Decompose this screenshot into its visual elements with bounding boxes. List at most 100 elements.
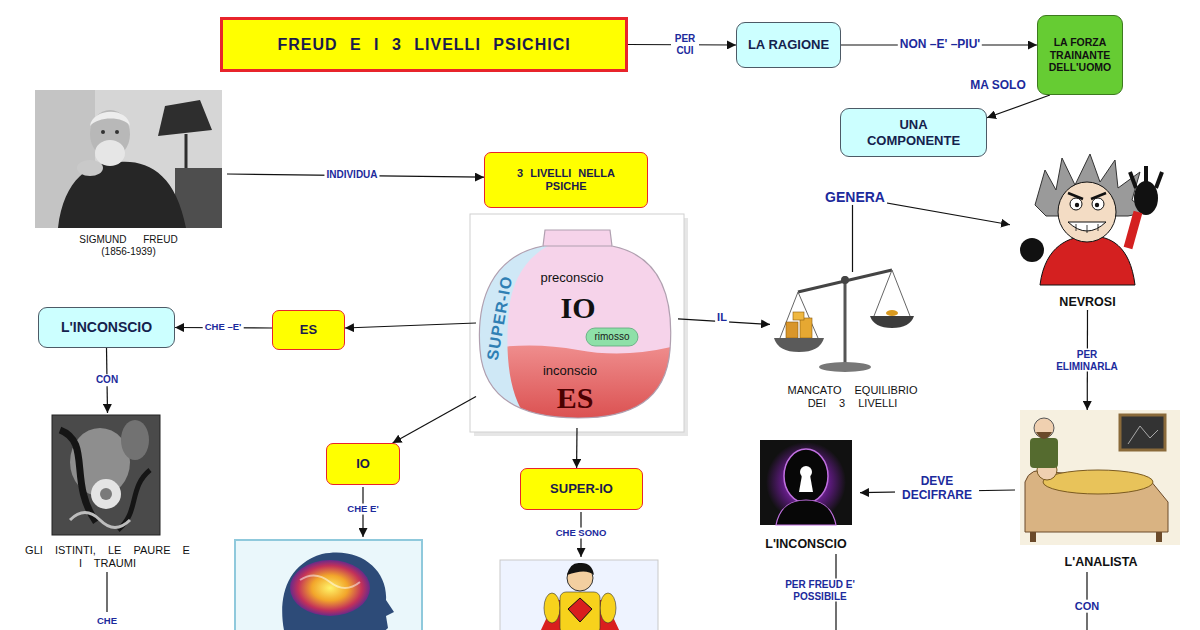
neurosis-cartoon — [1040, 236, 1135, 285]
link-label: CHE E' — [345, 504, 380, 515]
brain-picture — [235, 540, 422, 630]
connector-arrow — [576, 428, 578, 468]
analyst-picture — [1020, 410, 1180, 545]
edge-label: PER CUI — [671, 33, 699, 56]
neurosis-cartoon — [1095, 203, 1099, 207]
analyst-picture — [1020, 410, 1180, 545]
superhero-picture — [568, 598, 592, 622]
picture-caption: GLI ISTINTI, LE PAURE E I TRAUMI — [20, 544, 196, 570]
concept-box: LA FORZA TRAINANTE DELL'UOMO — [1037, 15, 1123, 95]
neurosis-cartoon — [1134, 181, 1158, 215]
region-label: rimosso — [594, 332, 629, 342]
edge-label: CHE –E' — [203, 322, 244, 333]
concept-box: L'INCONSCIO — [38, 307, 175, 348]
neurosis-cartoon — [1091, 193, 1106, 199]
neurosis-cartoon — [1070, 198, 1082, 210]
balance-scale — [793, 312, 804, 320]
analyst-picture — [1030, 438, 1058, 468]
picture-caption: SIGMUND FREUD (1856-1939) — [73, 234, 185, 258]
psyche-jar — [470, 214, 684, 432]
analyst-node: L'ANALISTA — [1015, 410, 1187, 570]
instincts-leader — [107, 572, 108, 612]
freud-photo — [58, 162, 186, 228]
picture-caption: L'INCONSCIO — [765, 537, 846, 552]
balance-scale — [800, 318, 812, 338]
connector-arrow — [393, 397, 476, 444]
balance-scale — [870, 316, 914, 328]
box-text: UNA COMPONENTE — [859, 117, 969, 148]
analyst-picture — [1128, 426, 1158, 444]
psyche-jar — [470, 214, 690, 436]
connector-arrow — [853, 197, 1011, 272]
keyhole-picture — [799, 475, 813, 492]
box-text: ES — [300, 322, 317, 338]
psyche-jar — [586, 328, 638, 346]
superhero-picture — [500, 560, 658, 630]
superhero-picture — [600, 593, 616, 623]
concept-box: LA RAGIONE — [736, 22, 841, 68]
freud-photo — [101, 130, 105, 134]
unconscious-node: L'INCONSCIO — [752, 440, 860, 552]
brain-picture — [300, 575, 360, 588]
box-text: L'INCONSCIO — [61, 319, 152, 336]
freud-photo — [35, 90, 222, 228]
neurosis-cartoon — [1098, 224, 1099, 231]
freud-photo — [95, 140, 125, 166]
edge-label: NON –E' –PIU' — [898, 38, 982, 52]
edge-label: MA SOLO — [968, 79, 1028, 93]
balance-scale — [886, 310, 898, 316]
edge-label: GENERA — [823, 189, 887, 205]
box-text: FREUD E I 3 LIVELLI PSICHICI — [277, 35, 570, 54]
region-label: SUPER-IO — [485, 275, 516, 362]
balance-scale — [798, 270, 892, 292]
psyche-jar — [470, 246, 690, 430]
keyhole-picture — [776, 500, 836, 525]
superhero-picture — [567, 563, 594, 575]
edge-label: CON — [94, 374, 120, 386]
region-label: inconscio — [543, 364, 597, 377]
instincts-painting — [100, 488, 112, 500]
box-text: LA RAGIONE — [748, 37, 829, 53]
balance-scale — [774, 270, 914, 372]
neurosis-cartoon — [1130, 166, 1162, 188]
concept-box: SUPER-IO — [520, 468, 643, 510]
balance-scale — [844, 276, 847, 364]
portrait-node: SIGMUND FREUD (1856-1939) — [30, 90, 227, 258]
freud-photo — [35, 90, 222, 228]
link-label: PER FREUD E' POSSIBILE — [768, 579, 872, 602]
balance-node: MANCATO EQUILIBRIO DEI 3 LIVELLI — [770, 272, 935, 410]
balance-scale — [786, 322, 798, 338]
freud-photo — [115, 130, 119, 134]
concept-box: 3 LIVELLI NELLA PSICHE — [484, 152, 648, 208]
freud-photo — [90, 112, 130, 126]
analyst-picture — [1156, 532, 1162, 542]
link-label: CHE SONO — [554, 528, 609, 539]
neurosis-cartoon — [1020, 238, 1044, 262]
instincts-leader — [106, 572, 107, 612]
balance-scale — [841, 276, 849, 284]
keyhole-picture — [760, 440, 852, 525]
box-text: SUPER-IO — [550, 481, 613, 497]
picture-caption: MANCATO EQUILIBRIO DEI 3 LIVELLI — [778, 384, 928, 410]
link-label: CHE — [95, 616, 119, 627]
box-text: IO — [356, 456, 370, 472]
brain-picture — [290, 560, 370, 616]
concept-box: UNA COMPONENTE — [840, 108, 987, 157]
psyche-figure: SUPER-IOpreconscioIOrimossoinconscioES — [476, 218, 678, 428]
superhero-picture — [500, 560, 658, 630]
balance-scale — [819, 362, 871, 372]
box-text: LA FORZA TRAINANTE DELL'UOMO — [1046, 36, 1114, 74]
instincts-painting — [52, 415, 160, 535]
balance-scale — [892, 270, 910, 316]
superhero-picture — [544, 593, 560, 623]
neurosis-cartoon — [1075, 203, 1079, 207]
title-box: FREUD E I 3 LIVELLI PSICHICI — [220, 17, 628, 72]
link-label: CON — [1073, 600, 1101, 613]
instincts-painting — [70, 513, 130, 528]
region-label: preconscio — [541, 271, 604, 284]
instincts-painting — [60, 430, 96, 522]
keyhole-picture — [784, 449, 828, 503]
connector-arrow — [987, 95, 1050, 118]
analyst-picture — [1036, 432, 1052, 439]
psyche-jar — [543, 246, 612, 247]
